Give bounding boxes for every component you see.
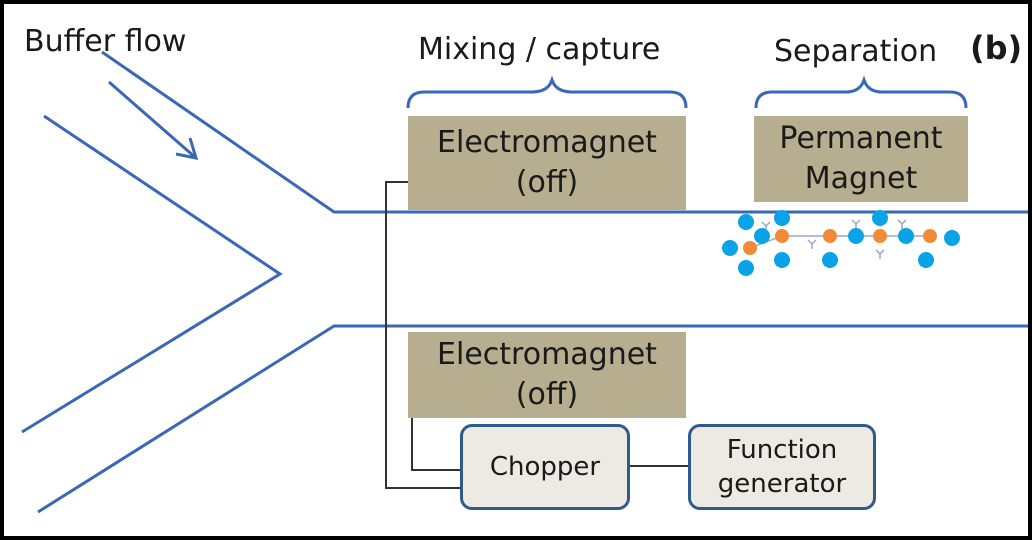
- inlet-inner-wall: [21, 114, 283, 434]
- antibody-icon: [807, 239, 817, 249]
- permanent-magnet-label: Permanent Magnet: [779, 121, 943, 196]
- function-generator-label: Function generator: [717, 435, 847, 499]
- target-particle-icon: [823, 229, 837, 243]
- wire-top-magnet: [385, 181, 460, 489]
- chopper-box: Chopper: [460, 424, 630, 510]
- flow-arrow-icon: [108, 80, 199, 160]
- target-particle-icon: [775, 229, 789, 243]
- magnetic-bead-icon: [774, 210, 790, 226]
- magnetic-bead-icon: [754, 228, 770, 244]
- antibody-icon: [875, 249, 885, 259]
- top-electromagnet-label: Electromagnet (off): [437, 125, 657, 200]
- antibody-icon: [897, 219, 907, 229]
- target-particle-icon: [743, 241, 757, 255]
- separation-label: Separation: [774, 34, 938, 69]
- magnetic-bead-icon: [898, 228, 914, 244]
- magnetic-bead-icon: [738, 260, 754, 276]
- magnetic-bead-icon: [944, 230, 960, 246]
- separation-bracket: [754, 75, 968, 109]
- mixing-capture-label: Mixing / capture: [418, 32, 661, 67]
- magnetic-bead-icon: [848, 228, 864, 244]
- chopper-label: Chopper: [489, 452, 601, 482]
- inlet-lower-outer-wall: [37, 324, 1028, 514]
- function-generator-box: Function generator: [688, 424, 876, 510]
- magnetic-bead-icon: [738, 214, 754, 230]
- magnetic-bead-icon: [722, 240, 738, 256]
- buffer-flow-label: Buffer flow: [24, 24, 187, 59]
- magnetic-bead-icon: [918, 252, 934, 268]
- target-particle-icon: [873, 229, 887, 243]
- captured-bead-chain: [722, 210, 960, 276]
- bottom-electromagnet-label: Electromagnet (off): [437, 337, 657, 412]
- panel-label: (b): [970, 29, 1023, 67]
- wire-bottom-magnet: [411, 416, 460, 471]
- mixing-capture-bracket: [406, 75, 688, 109]
- antibody-icon: [851, 219, 861, 229]
- top-electromagnet: Electromagnet (off): [408, 116, 686, 210]
- bottom-electromagnet: Electromagnet (off): [408, 332, 686, 418]
- magnetic-bead-icon: [872, 210, 888, 226]
- magnetic-bead-icon: [774, 252, 790, 268]
- permanent-magnet: Permanent Magnet: [754, 116, 968, 202]
- target-particle-icon: [923, 229, 937, 243]
- inlet-upper-outer-wall: [101, 50, 1028, 214]
- magnetic-bead-icon: [822, 252, 838, 268]
- channel-diagram: [21, 50, 1028, 514]
